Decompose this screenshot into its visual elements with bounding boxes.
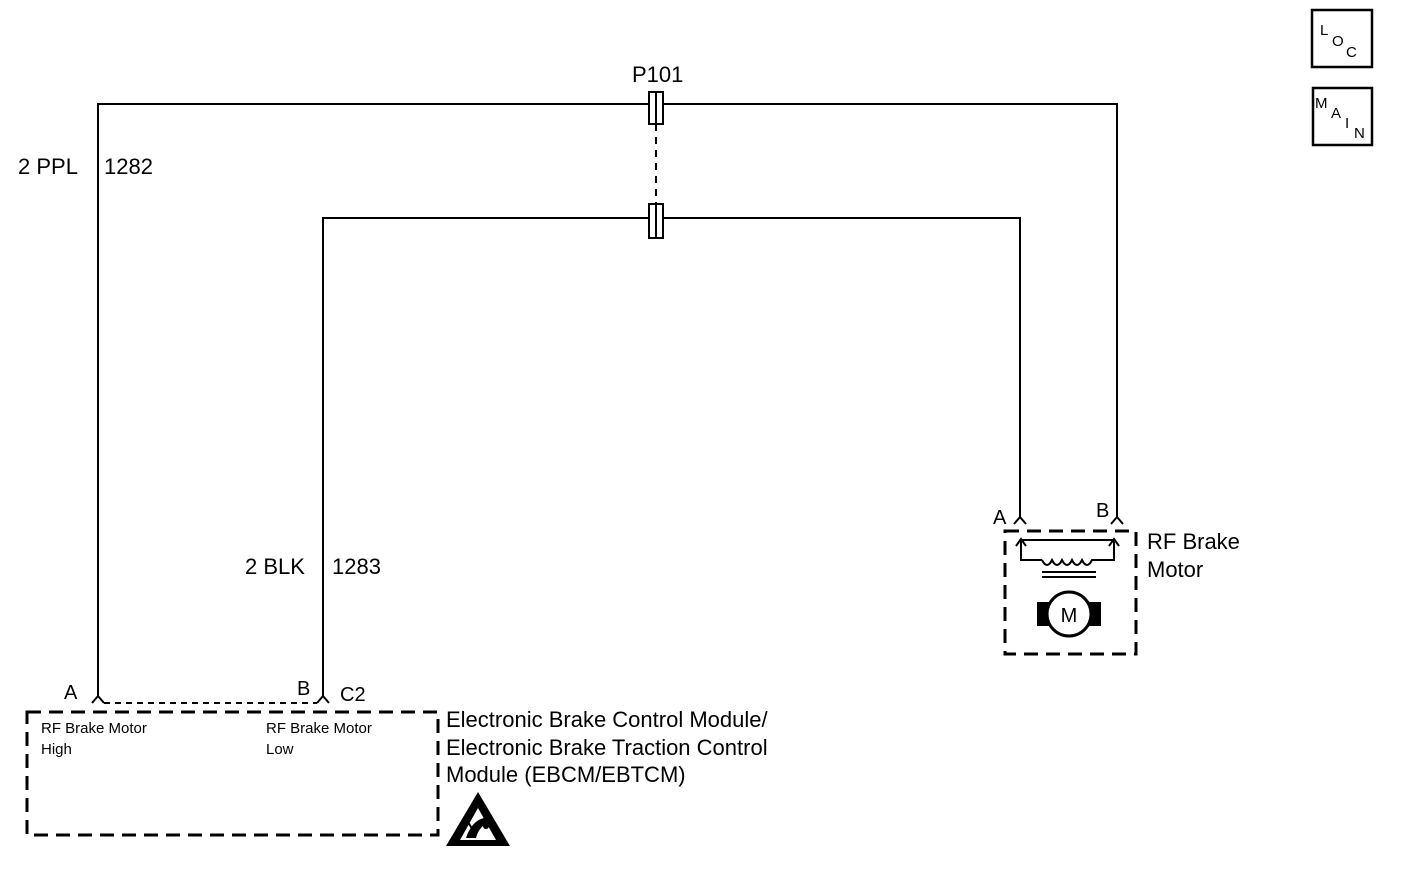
wire-blk-color-label: 2 BLK — [245, 554, 305, 579]
motor-pin-b-terminal — [1110, 515, 1124, 525]
loc-letter-3: C — [1346, 44, 1357, 61]
module-pin-b-desc-1: RF Brake Motor — [266, 720, 372, 737]
motor-coil-icon — [1041, 557, 1096, 566]
module-name-line-1: Electronic Brake Control Module/ — [446, 707, 768, 732]
wire-ppl-1282 — [97, 103, 651, 697]
motor-name-line-2: Motor — [1147, 557, 1203, 582]
rf-brake-motor: A B M RF Brake Motor — [993, 500, 1240, 656]
wire-blk-1283-right — [661, 217, 1021, 517]
module-pin-a-desc-1: RF Brake Motor — [41, 720, 147, 737]
wire-ppl-color-label: 2 PPL — [18, 154, 78, 179]
motor-pin-a-label: A — [993, 507, 1007, 529]
module-name-line-3: Module (EBCM/EBTCM) — [446, 762, 686, 787]
module-pin-a-label: A — [64, 682, 78, 704]
ebcm-module-outline — [25, 710, 440, 837]
motor-pin-b-label: B — [1096, 500, 1109, 522]
module-connector-c2-label: C2 — [340, 684, 366, 706]
module-pin-b-label: B — [297, 678, 310, 700]
module-name-line-2: Electronic Brake Traction Control — [446, 735, 768, 760]
main-letter-3: I — [1345, 115, 1349, 132]
main-letter-4: N — [1354, 125, 1365, 142]
module-pin-b-desc-2: Low — [266, 741, 294, 758]
motor-symbol-label: M — [1061, 605, 1078, 627]
wire-blk-circuit-label: 1283 — [332, 554, 381, 579]
rf-brake-motor-outline — [1003, 529, 1138, 656]
wire-ppl-1282-right — [661, 103, 1118, 517]
module-pin-b-terminal — [316, 694, 330, 704]
ebcm-module: A B C2 RF Brake Motor High RF Brake Moto… — [25, 678, 768, 846]
main-letter-2: A — [1331, 105, 1341, 122]
connector-p101-top — [648, 91, 664, 125]
main-button[interactable]: M A I N — [1311, 86, 1374, 147]
motor-symbol-icon: M — [1037, 590, 1101, 638]
wire-blk-1283 — [322, 217, 651, 697]
wire-ppl-circuit-label: 1282 — [104, 154, 153, 179]
loc-letter-2: O — [1332, 33, 1344, 50]
motor-pin-a-terminal — [1013, 515, 1027, 525]
connector-p101: P101 — [632, 62, 683, 239]
loc-button[interactable]: L O C — [1310, 8, 1374, 69]
connector-p101-label: P101 — [632, 62, 683, 87]
module-pin-a-desc-2: High — [41, 741, 72, 758]
esd-warning-icon — [446, 792, 510, 846]
loc-letter-1: L — [1320, 22, 1328, 39]
module-pin-a-terminal — [91, 694, 105, 704]
connector-p101-bottom — [648, 203, 664, 239]
main-letter-1: M — [1315, 95, 1328, 112]
motor-name-line-1: RF Brake — [1147, 529, 1240, 554]
